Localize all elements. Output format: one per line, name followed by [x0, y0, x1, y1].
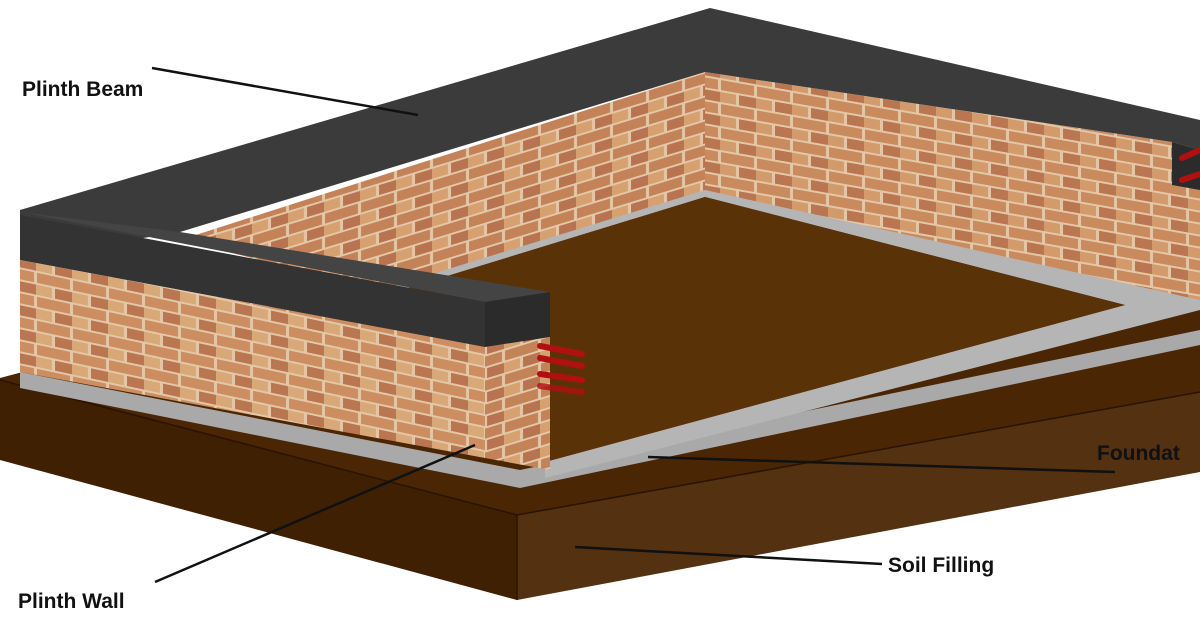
plinth-wall-back [180, 72, 705, 290]
foundation [20, 185, 1200, 488]
plinth-wall-front [20, 260, 485, 458]
leader-soil-filling [574, 545, 883, 566]
leader-plinth-beam [151, 66, 419, 117]
label-plinth-beam: Plinth Beam [22, 78, 143, 101]
leader-lines [151, 66, 1116, 584]
label-plinth-wall: Plinth Wall [18, 590, 125, 613]
label-foundation: Foundat [1097, 442, 1180, 465]
soil-floor [395, 197, 1125, 462]
label-soil-filling: Soil Filling [888, 554, 994, 577]
rebar-icon [537, 147, 1200, 395]
leader-plinth-wall [154, 443, 476, 584]
plinth-wall-end [485, 337, 550, 470]
plinth-wall-right [705, 72, 1200, 300]
leader-foundation [647, 455, 1116, 474]
plinth-beam [20, 8, 1200, 347]
